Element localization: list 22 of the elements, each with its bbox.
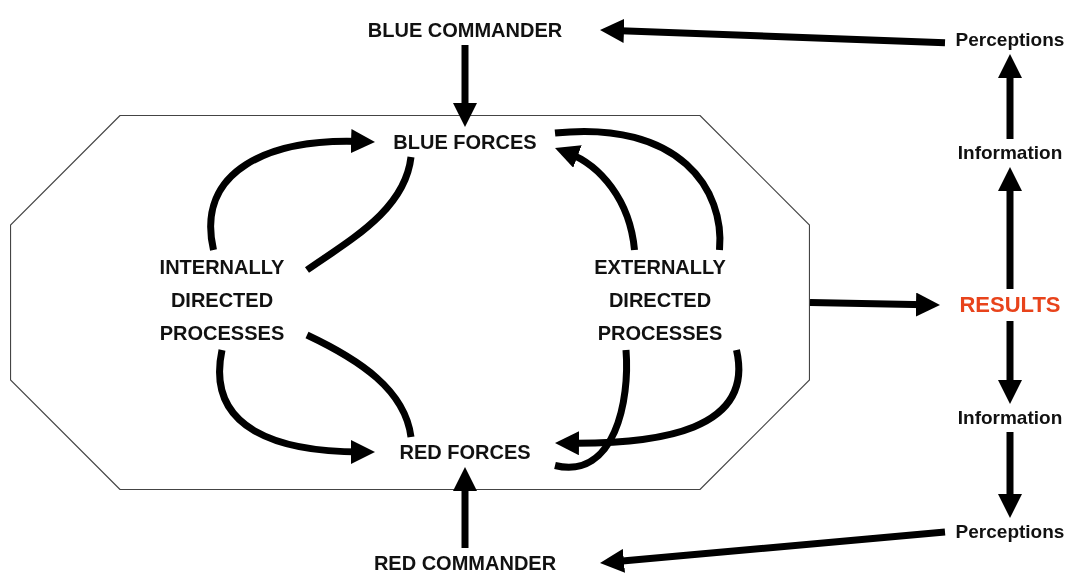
information-label: Information bbox=[957, 141, 1063, 165]
commander-label: RED COMMANDER bbox=[373, 551, 557, 575]
forces-label: RED FORCES bbox=[399, 440, 531, 464]
arrow bbox=[600, 528, 946, 573]
curved-line bbox=[554, 349, 631, 471]
results-label: RESULTS bbox=[959, 293, 1061, 317]
curved-arrow bbox=[207, 129, 375, 251]
curved-arrow bbox=[555, 349, 743, 456]
curved-arrow bbox=[216, 349, 375, 464]
perceptions-label: Perceptions bbox=[955, 28, 1065, 52]
commander-label: BLUE COMMANDER bbox=[367, 18, 563, 42]
process-label: INTERNALLY DIRECTED PROCESSES bbox=[158, 254, 286, 346]
curved-line bbox=[305, 331, 415, 438]
perceptions-label: Perceptions bbox=[955, 520, 1065, 544]
forces-label: BLUE FORCES bbox=[393, 130, 537, 154]
curved-line bbox=[554, 127, 724, 251]
information-label: Information bbox=[957, 406, 1063, 430]
arrow bbox=[809, 292, 940, 317]
curved-arrow bbox=[555, 146, 638, 251]
curved-line bbox=[305, 156, 415, 273]
arrow bbox=[600, 18, 946, 47]
process-label: EXTERNALLY DIRECTED PROCESSES bbox=[593, 254, 727, 346]
